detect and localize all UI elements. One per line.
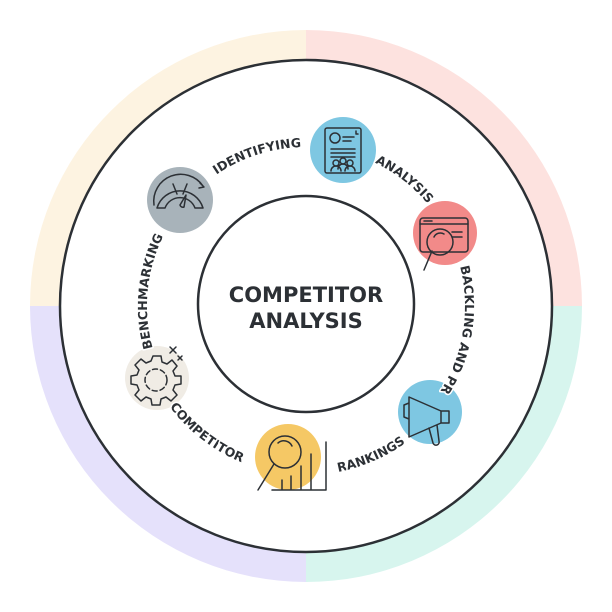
search-chart-icon <box>255 424 327 491</box>
document-profile-icon <box>310 117 376 183</box>
gear-icon <box>125 346 189 410</box>
title-line-1: COMPETITOR <box>229 283 383 307</box>
megaphone-icon <box>398 380 462 446</box>
browser-search-icon <box>413 201 477 271</box>
gauge-icon <box>147 167 213 233</box>
title-line-2: ANALYSIS <box>249 309 362 333</box>
center-circle <box>196 194 416 414</box>
